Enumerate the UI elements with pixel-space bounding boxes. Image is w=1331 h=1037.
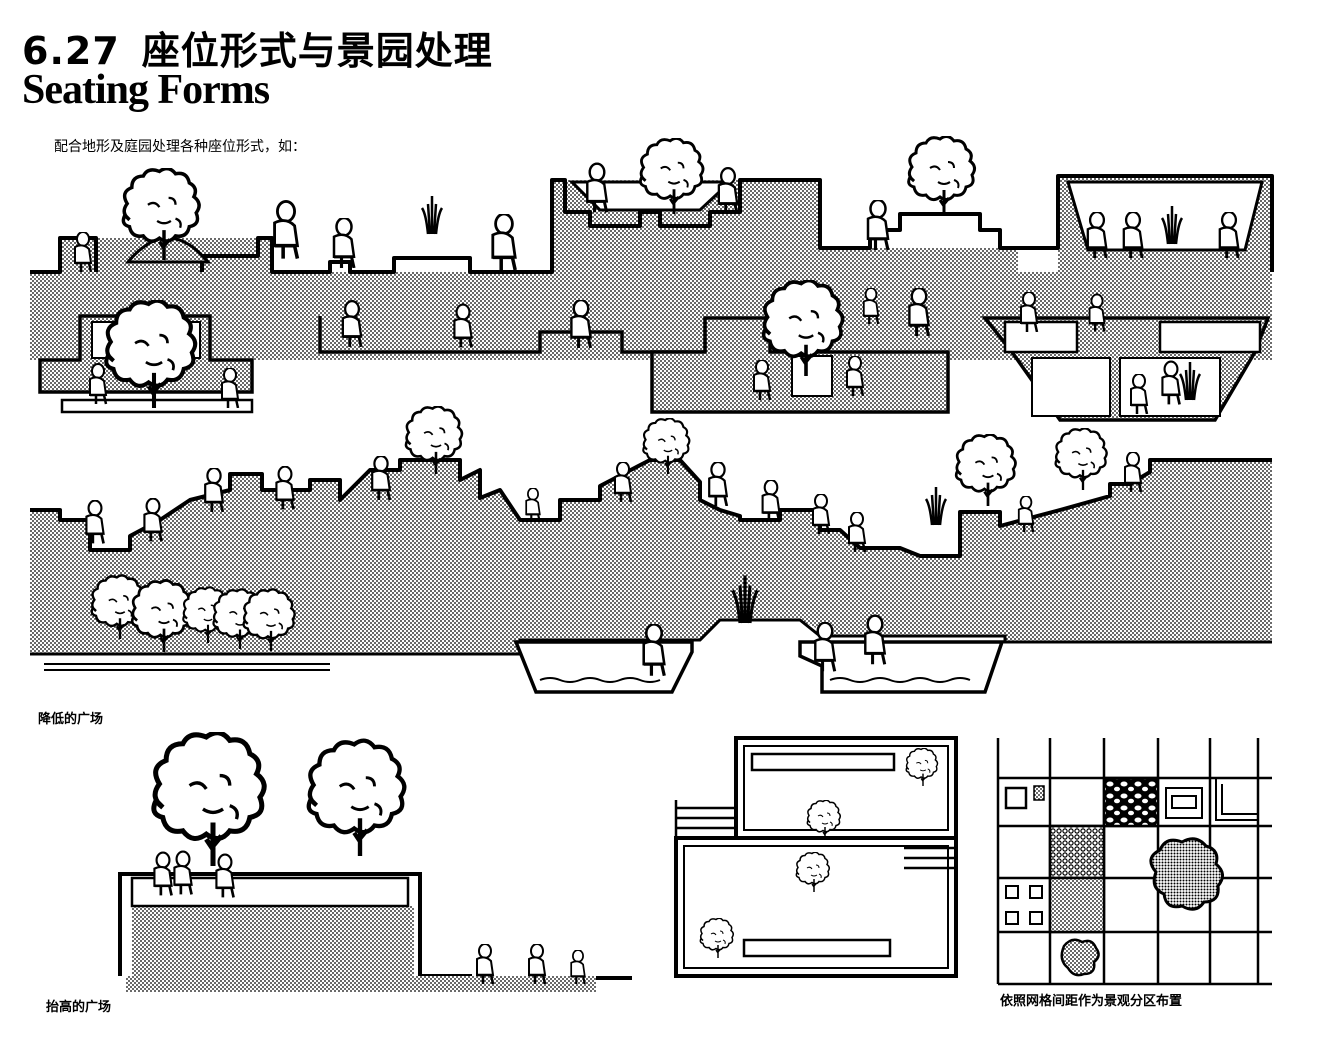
section-row-1 (30, 136, 1274, 422)
caption-grid-layout: 依照网格间距作为景观分区布置 (1000, 994, 1183, 1009)
seated-person-icon (272, 200, 300, 260)
tree-icon (154, 733, 264, 866)
seated-person-icon (525, 488, 541, 522)
fountain-icon (926, 487, 946, 525)
tree-icon (1054, 428, 1108, 490)
intro-text: 配合地形及庭园处理各种座位形式，如： (54, 139, 306, 155)
tree-icon (309, 741, 405, 856)
seated-person-icon (491, 214, 517, 270)
section-number: 6.27 (22, 29, 120, 73)
tree-icon (954, 434, 1017, 506)
plan-view (674, 736, 958, 978)
raised-plaza-section (118, 733, 632, 992)
page-title: 6.27 座位形式与景园处理 (22, 20, 493, 75)
caption-lowered-plaza: 降低的广场 (38, 712, 104, 727)
title-chinese: 座位形式与景园处理 (141, 29, 493, 73)
seated-person-icon (88, 362, 108, 406)
seated-person-icon (707, 462, 729, 506)
seated-person-icon (761, 480, 781, 522)
tree-icon (907, 136, 977, 216)
grid-layout (996, 738, 1272, 986)
fountain-icon (422, 196, 442, 234)
title-english: Seating Forms (22, 67, 270, 113)
section-row-2 (30, 406, 1272, 694)
caption-raised-plaza: 抬高的广场 (46, 1000, 112, 1015)
